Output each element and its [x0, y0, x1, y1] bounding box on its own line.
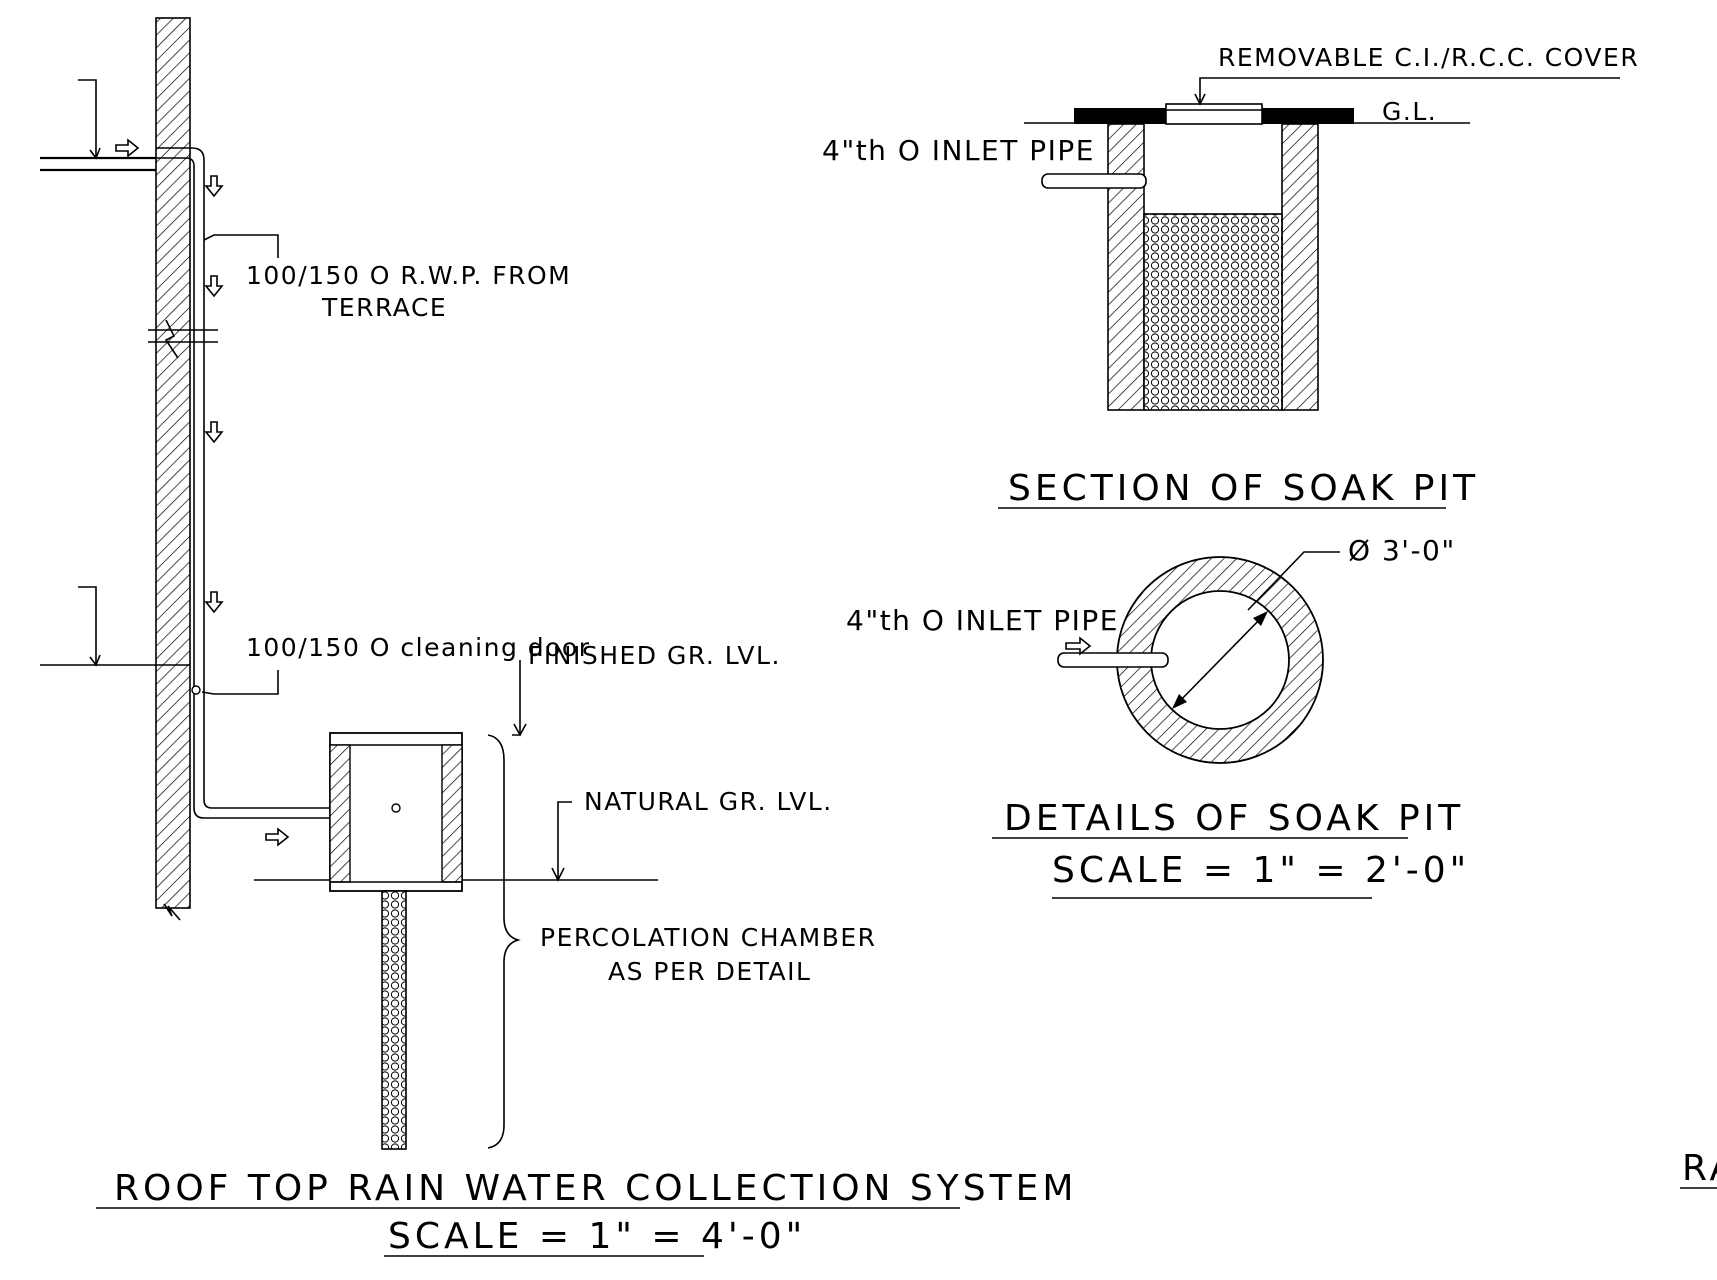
inlet-pipe-section	[1041, 173, 1147, 189]
gl-label: G.L.	[1382, 97, 1437, 126]
diameter-arrow-start	[1172, 694, 1187, 709]
cleaning-door-leader	[201, 670, 279, 695]
soak-pit-details: Ø 3'-0" 4"th O INLET PIPE DETAILS OF SOA…	[846, 534, 1470, 899]
roof-system-title: ROOF TOP RAIN WATER COLLECTION SYSTEM	[114, 1168, 1077, 1209]
inlet-flow-arrow	[1065, 636, 1092, 656]
inlet-label-section: 4"th O INLET PIPE	[822, 134, 1095, 167]
percolation-chamber	[329, 732, 463, 892]
percolation-label-line1: PERCOLATION CHAMBER	[540, 923, 877, 952]
rwp-label-line2: TERRACE	[321, 293, 447, 322]
details-scale: SCALE = 1" = 2'-0"	[1052, 850, 1470, 891]
natural-level-leader	[557, 801, 572, 880]
rain-water-pipe	[156, 147, 350, 819]
pit-filter-media	[1143, 213, 1283, 411]
soak-pit-section: REMOVABLE C.I./R.C.C. COVER G.L. 4"th O …	[822, 43, 1639, 509]
diameter-dimension	[1173, 612, 1267, 708]
details-title: DETAILS OF SOAK PIT	[1004, 798, 1464, 839]
cover-leader	[1199, 77, 1620, 104]
cleaning-door-label: 100/150 O cleaning door	[246, 633, 591, 662]
pit-wall-right	[1281, 123, 1319, 411]
terrace-level-marker	[78, 79, 97, 158]
ground-level-arrow	[89, 654, 101, 667]
cover-label: REMOVABLE C.I./R.C.C. COVER	[1218, 43, 1639, 72]
rwp-leader	[203, 234, 279, 258]
roof-system-scale: SCALE = 1" = 4'-0"	[388, 1216, 806, 1257]
pit-wall-left	[1107, 123, 1145, 411]
percolation-brace	[487, 734, 521, 1149]
inlet-label-detail: 4"th O INLET PIPE	[846, 604, 1119, 637]
finished-level-label: FINISHED GR. LVL.	[528, 641, 781, 670]
cover-slab-right	[1262, 108, 1354, 124]
section-title: SECTION OF SOAK PIT	[1008, 468, 1479, 509]
diameter-arrow-end	[1253, 611, 1268, 626]
flow-arrows	[115, 138, 290, 847]
removable-cover	[1165, 103, 1263, 125]
natural-level-label: NATURAL GR. LVL.	[584, 787, 833, 816]
finished-level-arrow	[513, 723, 527, 737]
cover-slab-left	[1074, 108, 1166, 124]
inlet-pipe-detail	[1057, 652, 1169, 668]
wall-bottom-break	[163, 903, 181, 921]
natural-level-arrow	[551, 867, 565, 882]
sheet-edge-title: RA	[1682, 1148, 1717, 1189]
rwp-label-line1: 100/150 O R.W.P. FROM	[246, 261, 571, 290]
finished-level-leader	[512, 660, 521, 736]
ground-level-marker	[78, 586, 97, 665]
cleaning-door-icon	[191, 685, 201, 695]
building-wall	[155, 17, 191, 909]
cover-arrow	[1194, 93, 1206, 106]
terrace-level-arrow	[89, 147, 101, 160]
percolation-label-line2: AS PER DETAIL	[608, 957, 811, 986]
roof-system-diagram: 100/150 O R.W.P. FROM TERRACE 100/150 O …	[40, 17, 1077, 1257]
percolation-shaft	[381, 890, 407, 1150]
wall-break-symbol	[148, 319, 218, 359]
diameter-leader	[1247, 551, 1340, 611]
diameter-label: Ø 3'-0"	[1348, 534, 1456, 567]
